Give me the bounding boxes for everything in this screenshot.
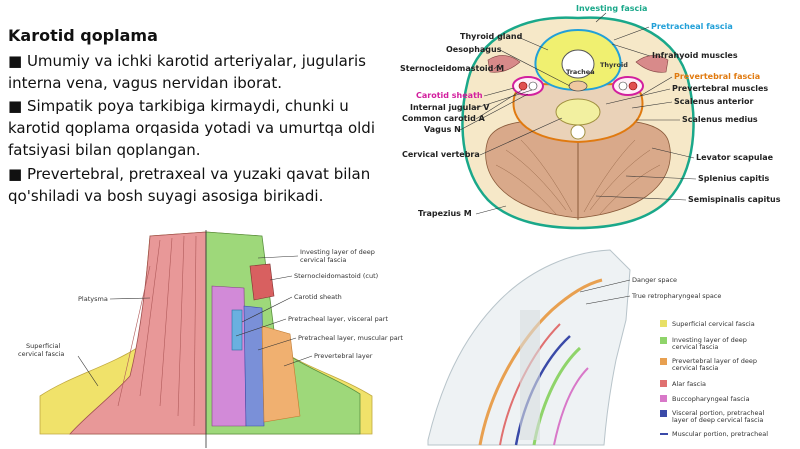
legend-label-3a: Alar fascia (672, 380, 706, 388)
platysma-label: Platysma (78, 295, 108, 303)
scm-cut (249, 263, 275, 301)
superficial-fascia-label-2: cervical fascia (18, 350, 64, 358)
thyroid-inline-label: Thyroid (600, 61, 628, 69)
legend-swatch-0 (660, 320, 667, 327)
common-carotid-label: Common carotid A (402, 114, 486, 123)
carotid-sheath-label-2: Carotid sheath (294, 293, 342, 301)
platysma-region (69, 231, 207, 435)
prevertebral-fascia-label: Prevertebral fascia (674, 72, 760, 81)
internal-jugular-label: Internal jugular V (410, 103, 490, 112)
carotid-sheath-right (612, 76, 644, 96)
paragraph-1: ■ Umumiy va ichki karotid arteriyalar, j… (8, 52, 366, 92)
legend-swatch-4 (660, 395, 667, 402)
prevertebral-muscles-label: Prevertebral muscles (672, 84, 768, 93)
vertebral-column (520, 310, 540, 440)
pretracheal-visceral-region (211, 285, 247, 427)
legend-label-2b: cervical fascia (672, 364, 718, 372)
scalenus-anterior-label: Scalenus anterior (674, 97, 754, 106)
vagus-label: Vagus N (424, 125, 461, 134)
scalenus-medius-label: Scalenus medius (682, 115, 758, 124)
legend-label-4a: Buccopharyngeal fascia (672, 395, 750, 403)
paragraph-2: ■ Simpatik poya tarkibiga kirmaydi, chun… (8, 97, 375, 159)
oesophagus-label: Oesophagus (446, 45, 502, 54)
investing-fascia-label: Investing fascia (576, 4, 647, 13)
carotid-sheath-region (231, 309, 243, 351)
splenius-capitis-label: Splenius capitis (698, 174, 770, 183)
sagittal-legend: Superficial cervical fascia Investing la… (660, 320, 768, 438)
legend-swatch-1 (660, 337, 667, 344)
platysma-striations (117, 235, 197, 427)
trapezius-label: Trapezius M (418, 209, 472, 218)
vertebral-body (555, 98, 601, 126)
sagittal-section-diagram: Danger space True retropharyngeal space … (427, 249, 768, 446)
legend-label-2a: Prevertebral layer of deep (672, 357, 757, 365)
investing-layer-label-1: Investing layer of deep (300, 248, 375, 256)
carotid-sheath-left (512, 76, 544, 96)
investing-layer-label-2: cervical fascia (300, 256, 346, 264)
spinal-cord (570, 124, 586, 140)
true-retropharyngeal-label: True retropharyngeal space (631, 292, 721, 300)
cervical-vertebra-label: Cervical vertebra (402, 150, 480, 159)
superficial-fascia-label-1: Superficial (26, 342, 61, 350)
neck-anterior-fascia-diagram: Platysma Superficial cervical fascia Inv… (18, 230, 403, 448)
trachea (561, 49, 595, 79)
carotid-sheath-label: Carotid sheath (416, 91, 483, 100)
legend-label-6a: Muscular portion, pretracheal (672, 430, 768, 438)
legend-label-5b: layer of deep cervical fascia (672, 416, 763, 424)
pretracheal-fascia-label: Pretracheal fascia (651, 22, 733, 31)
muscle-striations (495, 139, 661, 215)
legend-label-5a: Visceral portion, pretracheal (672, 409, 764, 417)
pretracheal-muscular-label: Pretracheal layer, muscular part (298, 334, 403, 342)
legend-swatch-5 (660, 410, 667, 417)
infrahyoid-muscles-label: Infrahyoid muscles (652, 51, 738, 60)
scm-cut-label: Sternocleidomastoid (cut) (294, 272, 378, 280)
scm-left (487, 55, 521, 73)
paragraph-3: ■ Prevertebral, pretraxeal va yuzaki qav… (8, 165, 371, 205)
scm-right (635, 55, 669, 73)
legend-label-0a: Superficial cervical fascia (672, 320, 755, 328)
legend-swatch-3 (660, 380, 667, 387)
neck-cross-section-diagram: Trachea Thyroid Investing fascia Pretrac… (400, 4, 781, 230)
danger-space-label: Danger space (632, 276, 677, 284)
slide-title: Karotid qoplama (8, 26, 158, 45)
prevertebral-layer-region (261, 325, 301, 423)
pretracheal-muscular-region (243, 305, 265, 427)
sagittal-layers (478, 278, 603, 446)
thyroid-gland-label: Thyroid gland (460, 32, 523, 41)
sternocleidomastoid-label: Sternocleidomastoid M (400, 64, 504, 73)
oesophagus (568, 80, 588, 92)
semispinalis-capitis-label: Semispinalis capitus (688, 195, 781, 204)
legend-swatch-2 (660, 358, 667, 365)
pretracheal-visceral-label: Pretracheal layer, visceral part (288, 315, 388, 323)
legend-label-1b: cervical fascia (672, 343, 718, 351)
prevertebral-layer-label: Prevertebral layer (314, 352, 373, 360)
legend-label-1a: Investing layer of deep (672, 336, 747, 344)
trachea-label: Trachea (566, 68, 595, 76)
levator-scapulae-label: Levator scapulae (696, 153, 774, 162)
